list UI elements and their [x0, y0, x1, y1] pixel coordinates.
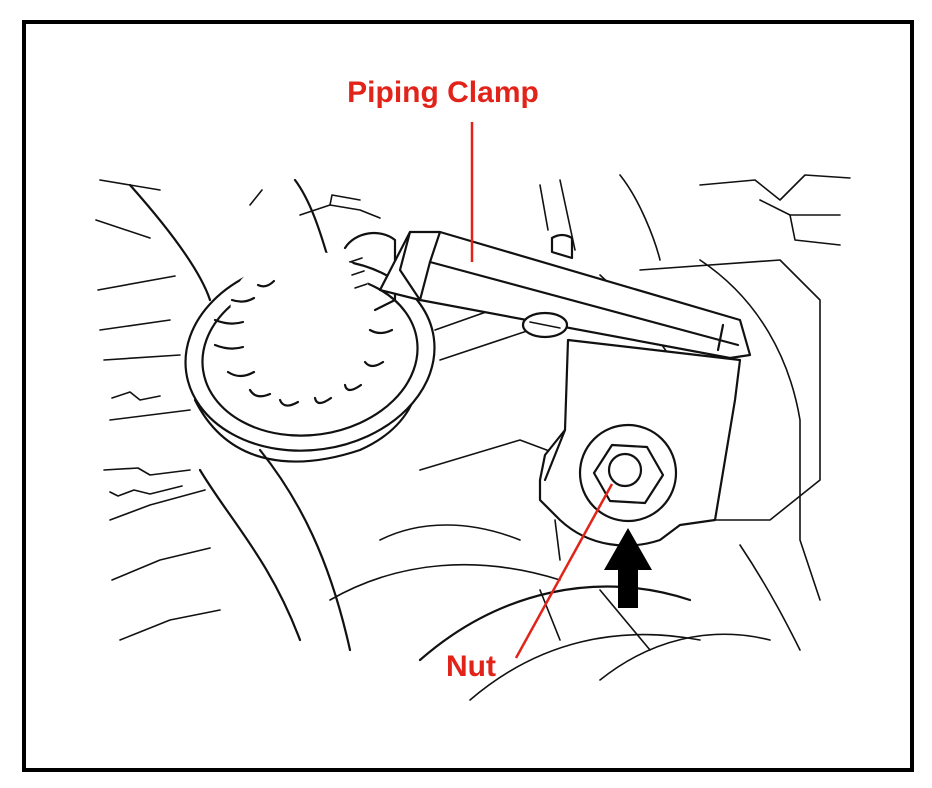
piping-clamp-bracket	[378, 230, 752, 360]
up-arrow-icon	[604, 528, 652, 608]
nut-label: Nut	[446, 650, 496, 683]
nut-leader-line	[514, 483, 614, 659]
piping-clamp-label: Piping Clamp	[347, 76, 539, 109]
background-linework	[95, 174, 851, 701]
hose-clamp-ring	[184, 231, 436, 452]
diagram-frame	[22, 20, 914, 772]
nut	[578, 423, 678, 523]
